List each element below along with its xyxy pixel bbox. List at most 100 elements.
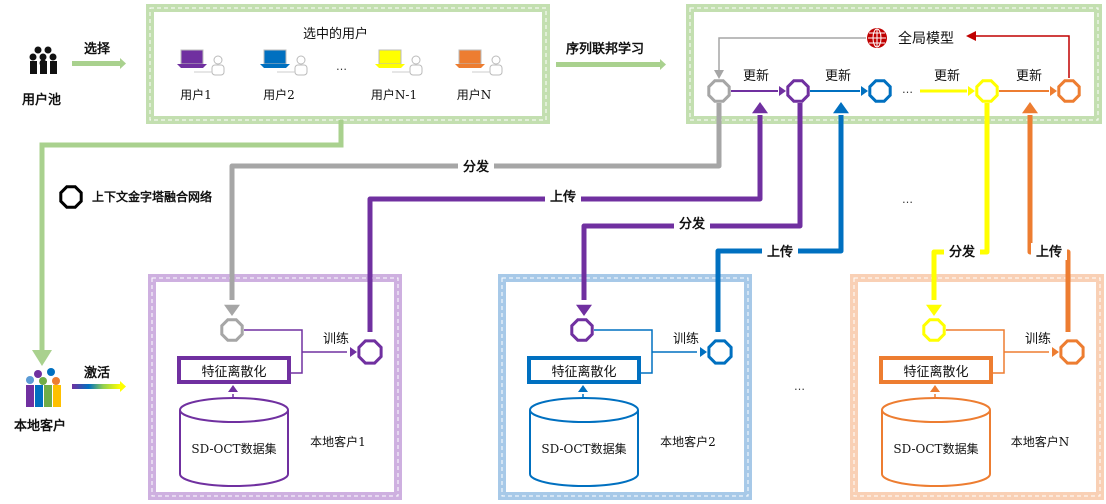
feature-discretization-box (879, 356, 993, 384)
activate-label: 激活 (84, 365, 110, 381)
pipeline-node-2-icon (786, 79, 810, 103)
arrowhead (700, 347, 707, 357)
label-background (545, 188, 581, 205)
laptop-base (375, 64, 405, 68)
distribute-line-n (931, 103, 990, 300)
laptop-icon (378, 49, 402, 65)
selected-user-1: 用户1 (177, 49, 225, 102)
client-2-box (498, 274, 752, 500)
upload-label-2: 上传 (767, 244, 793, 260)
client-input-node-icon (570, 318, 594, 342)
arrowhead (350, 347, 357, 357)
update-label: 更新 (1016, 68, 1042, 84)
middle-ellipsis: … (902, 193, 913, 206)
selected-user-2: 用户2 (260, 49, 308, 102)
dataset-cylinder-icon (529, 397, 639, 487)
client-output-node-icon (707, 339, 733, 365)
cylinder-top (529, 397, 639, 423)
train-label: 训练 (323, 332, 349, 347)
cylinder-top (179, 397, 289, 423)
train-label: 训练 (673, 332, 699, 347)
arrowhead (861, 86, 868, 96)
arrowhead (224, 304, 240, 316)
selected-user-4: 用户N (455, 49, 503, 102)
client-input-node-icon (922, 318, 946, 342)
client-input-node-icon (220, 318, 244, 342)
feature-discretization-box (177, 356, 291, 384)
dataset-label: SD-OCT数据集 (893, 441, 978, 456)
person-body (211, 64, 225, 76)
client-output-node-icon (357, 339, 383, 365)
pipeline-node-5-icon (1057, 79, 1081, 103)
laptop-icon (458, 49, 482, 65)
arrowhead (228, 385, 238, 392)
cylinder-body (179, 410, 289, 487)
clients-ellipsis: … (794, 380, 805, 393)
cylinder-top (881, 397, 991, 423)
update-arrow-4: 更新 (999, 68, 1057, 96)
update-label: 更新 (743, 68, 769, 84)
arrowhead (779, 86, 786, 96)
upload-label-n: 上传 (1036, 244, 1062, 260)
client-output-node-icon (1059, 339, 1085, 365)
selected-user-label: 用户N-1 (371, 87, 417, 102)
laptop-base (455, 64, 485, 68)
feature-discretization-label: 特征离散化 (903, 364, 968, 380)
label-background (762, 243, 798, 260)
arrowhead (926, 304, 942, 316)
person-icon (213, 55, 223, 65)
cylinder-body (881, 410, 991, 487)
activate-arrow (72, 381, 126, 392)
client-1-box (148, 274, 402, 500)
selected-user-3: 用户N-1 (371, 49, 423, 102)
distribute-label-n: 分发 (949, 244, 976, 260)
person-icon (491, 55, 501, 65)
local-client-2: 训练特征离散化SD-OCT数据集本地客户2 (527, 318, 733, 487)
client-name-label: 本地客户2 (660, 434, 716, 449)
label-background (1031, 243, 1067, 260)
label-background (674, 215, 710, 232)
feature-discretization-box (527, 356, 641, 384)
update-label: 更新 (825, 68, 851, 84)
update-arrow-3: 更新 (920, 68, 975, 96)
laptop-base (260, 64, 290, 68)
train-label: 训练 (1025, 332, 1051, 347)
local-clients-label: 本地客户 (14, 418, 66, 434)
local-client-3: 训练特征离散化SD-OCT数据集本地客户N (879, 318, 1085, 487)
update-label: 更新 (934, 68, 960, 84)
dataset-label: SD-OCT数据集 (191, 441, 276, 456)
feature-discretization-label: 特征离散化 (201, 364, 266, 380)
activation-flow-line (32, 120, 344, 366)
update-arrow-2: 更新 (810, 68, 868, 96)
client-name-label: 本地客户1 (310, 434, 366, 449)
laptop-base (177, 64, 207, 68)
global-model-icon (867, 28, 887, 48)
dataset-cylinder-icon (881, 397, 991, 487)
selected-user-label: 用户N (457, 87, 492, 102)
users-ellipsis: … (336, 60, 347, 73)
select-arrow (72, 58, 126, 69)
pipeline-node-1-icon (707, 79, 731, 103)
global-aggregate-arrow (966, 31, 1070, 78)
arrowhead (1050, 86, 1057, 96)
arrowhead (576, 304, 592, 316)
selected-user-label: 用户2 (263, 87, 295, 102)
distribute-label-1: 分发 (463, 159, 490, 175)
pipeline-node-3-icon (868, 79, 892, 103)
pipeline-ellipsis: … (902, 83, 913, 96)
laptop-icon (180, 49, 204, 65)
arrowhead (1022, 102, 1038, 114)
laptop-icon (263, 49, 287, 65)
user-pool-icon (29, 46, 57, 74)
user-pool-label: 用户池 (21, 92, 61, 108)
person-body (409, 64, 423, 76)
selected-users-box (146, 4, 550, 124)
global-model-label: 全局模型 (898, 30, 954, 47)
person-body (489, 64, 503, 76)
arrowhead (752, 102, 768, 114)
upload-label-1: 上传 (550, 189, 576, 205)
update-arrow-1: 更新 (731, 68, 786, 96)
cylinder-body (529, 410, 639, 487)
client-n-box (850, 274, 1104, 500)
